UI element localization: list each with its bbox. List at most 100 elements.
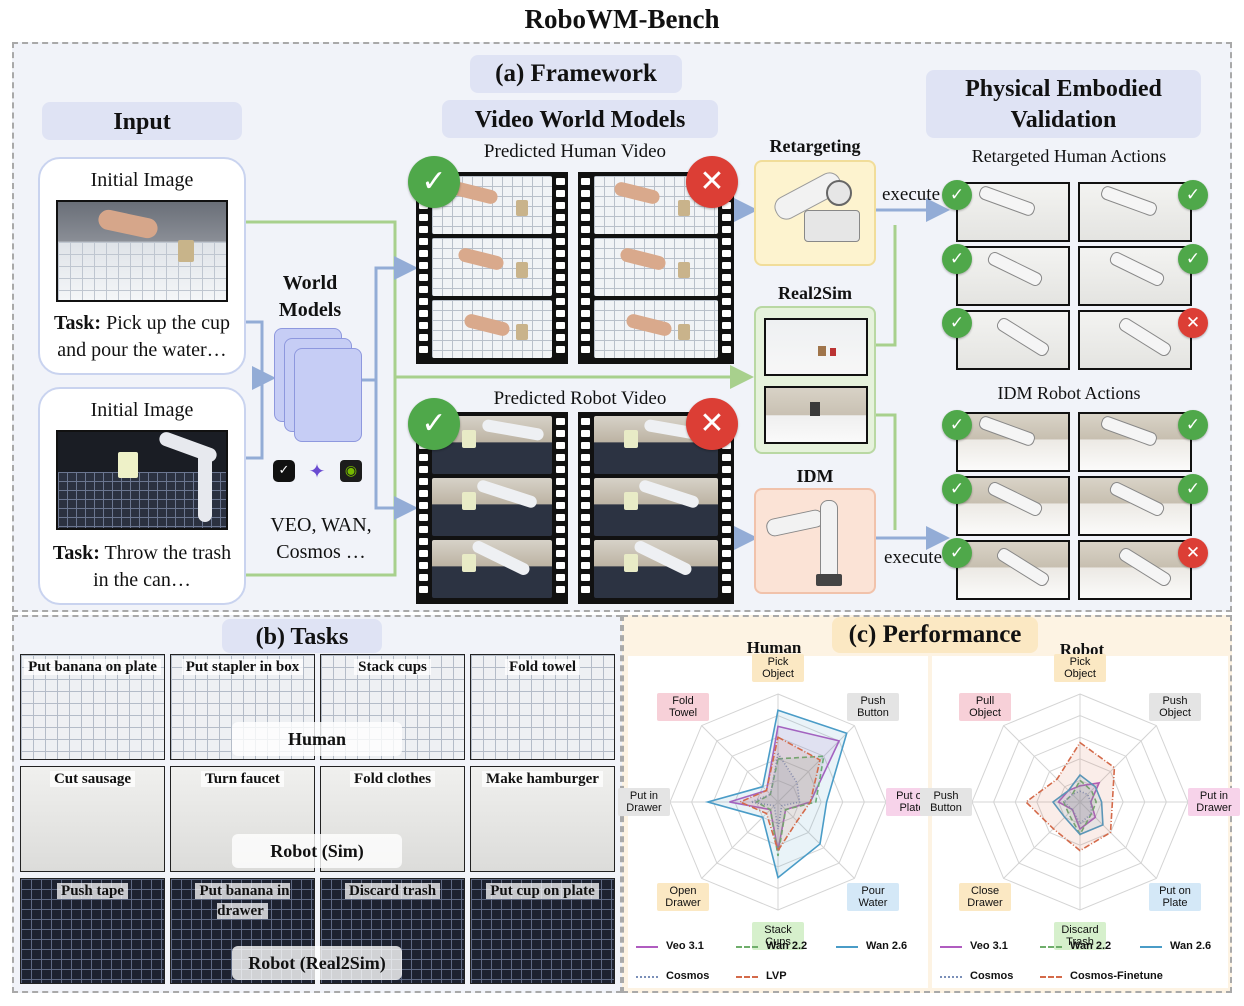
task-name: Put cup on plate bbox=[486, 883, 599, 899]
legend-label: Wan 2.6 bbox=[1170, 940, 1212, 952]
film-sprocket bbox=[556, 466, 565, 473]
cup-shape bbox=[462, 430, 476, 448]
execute-label-bottom: execute bbox=[883, 547, 942, 568]
film-sprocket bbox=[722, 214, 731, 221]
legend-swatch bbox=[1040, 946, 1062, 948]
task-tile: Cut sausage bbox=[20, 766, 165, 872]
legend-label: LVP bbox=[766, 970, 787, 982]
cross-icon: ✕ bbox=[1178, 308, 1208, 338]
film-sprocket bbox=[722, 286, 731, 293]
film-sprocket bbox=[556, 346, 565, 353]
radar-axis-label: Push Button bbox=[920, 788, 972, 816]
task-tile: Put stapler in box bbox=[170, 654, 315, 760]
human-radar-chart bbox=[669, 693, 887, 911]
check-icon: ✓ bbox=[942, 474, 972, 504]
film-sprocket bbox=[722, 238, 731, 245]
robot-task-bold: Task: bbox=[52, 542, 100, 564]
video-frame bbox=[432, 176, 552, 234]
cup-shape bbox=[624, 430, 638, 448]
radar-axis-label: Put in Drawer bbox=[1188, 788, 1240, 816]
film-sprocket bbox=[556, 226, 565, 233]
validation-frame bbox=[956, 412, 1070, 472]
human-chart-title: Human bbox=[746, 638, 802, 657]
video-frame bbox=[594, 478, 718, 536]
radar-spoke bbox=[1003, 801, 1081, 879]
film-sprocket bbox=[419, 538, 428, 545]
real2sim-box bbox=[754, 306, 876, 454]
film-sprocket bbox=[556, 442, 565, 449]
video-world-models-title: Video World Models bbox=[442, 100, 718, 138]
radar-series-cosmos bbox=[1062, 790, 1093, 825]
validation-frame bbox=[1078, 310, 1192, 370]
idm-label: IDM bbox=[796, 466, 834, 486]
idm-robot-actions-label: IDM Robot Actions bbox=[997, 383, 1141, 403]
cup-shape bbox=[462, 554, 476, 572]
film-sprocket bbox=[722, 502, 731, 509]
film-sprocket bbox=[556, 526, 565, 533]
film-sprocket bbox=[581, 238, 590, 245]
film-sprocket bbox=[556, 502, 565, 509]
robot-arm-shape bbox=[1107, 249, 1167, 289]
film-sprocket bbox=[419, 562, 428, 569]
film-sprocket bbox=[419, 286, 428, 293]
legend-swatch bbox=[736, 976, 758, 978]
robot-arm-shape bbox=[977, 184, 1037, 218]
task-name: Turn faucet bbox=[201, 771, 284, 787]
check-icon: ✓ bbox=[1178, 244, 1208, 274]
film-sprocket bbox=[581, 538, 590, 545]
film-sprocket bbox=[419, 574, 428, 581]
film-sprocket bbox=[722, 454, 731, 461]
film-sprocket bbox=[581, 286, 590, 293]
task-name: Discard trash bbox=[344, 883, 441, 899]
film-sprocket bbox=[419, 346, 428, 353]
radar-axis-label: Push Button bbox=[847, 693, 899, 721]
film-sprocket bbox=[419, 478, 428, 485]
radar-axis-label: Pour Water bbox=[847, 883, 899, 911]
human-video-bad-film bbox=[578, 172, 734, 364]
input-title: Input bbox=[42, 102, 242, 140]
film-sprocket bbox=[419, 322, 428, 329]
video-frame bbox=[432, 300, 552, 358]
idm-box bbox=[754, 488, 876, 594]
film-sprocket bbox=[722, 346, 731, 353]
check-icon: ✓ bbox=[942, 180, 972, 210]
validation-frame bbox=[1078, 182, 1192, 242]
film-sprocket bbox=[722, 298, 731, 305]
legend-swatch bbox=[636, 946, 658, 948]
cup-shape bbox=[516, 200, 528, 216]
radar-axis-label: Discard Trash bbox=[1054, 922, 1106, 950]
tasks-section-title: (b) Tasks bbox=[222, 619, 382, 653]
radar-axis-label: Stack Cups bbox=[752, 922, 804, 950]
validation-frame bbox=[1078, 476, 1192, 536]
radar-axis-label: Push Object bbox=[1149, 693, 1201, 721]
radar-axis-label: Pick Object bbox=[752, 654, 804, 682]
cup-shape bbox=[516, 262, 528, 278]
legend-swatch bbox=[736, 946, 758, 948]
check-icon: ✓ bbox=[1178, 410, 1208, 440]
world-models-stack bbox=[270, 328, 370, 453]
check-icon: ✓ bbox=[942, 308, 972, 338]
film-sprocket bbox=[722, 262, 731, 269]
validation-frame bbox=[1078, 540, 1192, 600]
film-sprocket bbox=[581, 262, 590, 269]
task-name: Put stapler in box bbox=[181, 659, 304, 675]
film-sprocket bbox=[722, 538, 731, 545]
robot-arm-shape bbox=[475, 478, 539, 510]
film-sprocket bbox=[556, 274, 565, 281]
film-sprocket bbox=[581, 586, 590, 593]
radar-spoke bbox=[1003, 725, 1081, 803]
retargeted-actions-grid: ✓✓✓✓✓✕ bbox=[942, 180, 1208, 374]
film-sprocket bbox=[581, 430, 590, 437]
film-sprocket bbox=[419, 586, 428, 593]
human-input-card: Initial Image Task: Pick up the cup and … bbox=[38, 157, 246, 375]
film-sprocket bbox=[556, 418, 565, 425]
film-sprocket bbox=[556, 454, 565, 461]
robot-arm-shape bbox=[632, 539, 694, 577]
radar-series-cosmos bbox=[747, 751, 801, 830]
film-sprocket bbox=[556, 214, 565, 221]
check-icon: ✓ bbox=[408, 156, 460, 208]
robot-arm-shape bbox=[1116, 315, 1174, 359]
film-sprocket bbox=[419, 214, 428, 221]
validation-frame bbox=[956, 540, 1070, 600]
robot-task-text: Throw the trash in the can… bbox=[93, 542, 232, 591]
